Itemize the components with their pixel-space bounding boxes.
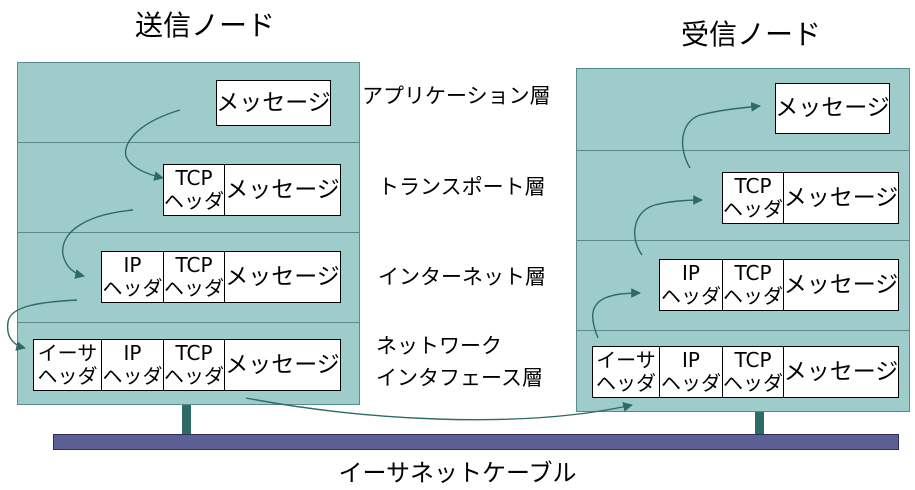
ip-label: IP — [123, 341, 142, 365]
sender-node-title: 送信ノード — [135, 9, 276, 42]
application-layer-label: アプリケーション層 — [362, 84, 551, 108]
message-label: メッセージ — [225, 176, 340, 203]
sender-transport-message: メッセージ — [224, 164, 341, 216]
ether-label: イーサ — [596, 348, 656, 372]
header-label: ヘッダ — [164, 189, 224, 213]
header-label: ヘッダ — [661, 371, 721, 395]
sender-network-ether-header: イーサヘッダ — [33, 339, 102, 391]
tcp-label: TCP — [734, 174, 772, 198]
internet-layer-label: インターネット層 — [378, 265, 546, 289]
header-label: ヘッダ — [164, 276, 224, 300]
ether-label: イーサ — [37, 341, 98, 365]
message-label: メッセージ — [216, 89, 331, 116]
layer-divider — [577, 330, 909, 331]
tcp-label: TCP — [734, 348, 772, 372]
receiver-network-ether-header: イーサヘッダ — [592, 346, 660, 398]
header-label: ヘッダ — [37, 364, 98, 388]
tcp-label: TCP — [175, 341, 213, 365]
sender-internet-message: メッセージ — [224, 251, 341, 303]
receiver-app-message: メッセージ — [775, 83, 890, 134]
sender-cable-post — [182, 405, 191, 435]
ethernet-cable — [53, 434, 899, 450]
receiver-cable-post — [755, 412, 764, 435]
receiver-node-title: 受信ノード — [681, 18, 822, 51]
header-label: ヘッダ — [723, 371, 783, 395]
ip-label: IP — [682, 261, 700, 285]
header-label: ヘッダ — [596, 371, 656, 395]
ethernet-cable-label: イーサネットケーブル — [338, 459, 577, 487]
header-label: ヘッダ — [102, 276, 163, 300]
ip-label: IP — [123, 253, 142, 277]
ip-label: IP — [682, 348, 700, 372]
layer-divider — [577, 150, 909, 151]
receiver-internet-message: メッセージ — [783, 259, 899, 311]
header-label: ヘッダ — [164, 364, 224, 388]
message-label: メッセージ — [775, 95, 890, 121]
network-layer-label-line1: ネットワーク — [376, 334, 502, 358]
layer-divider — [18, 322, 359, 323]
message-label: メッセージ — [783, 271, 899, 298]
layer-divider — [18, 232, 359, 233]
message-label: メッセージ — [225, 351, 340, 378]
layer-divider — [577, 240, 909, 241]
receiver-transport-message: メッセージ — [783, 172, 899, 224]
message-label: メッセージ — [225, 263, 340, 290]
receiver-network-message: メッセージ — [783, 346, 899, 398]
header-label: ヘッダ — [723, 284, 783, 308]
sender-app-message: メッセージ — [216, 80, 331, 126]
tcp-label: TCP — [734, 261, 772, 285]
layer-divider — [18, 142, 359, 143]
message-label: メッセージ — [783, 184, 899, 211]
header-label: ヘッダ — [723, 197, 783, 221]
tcp-label: TCP — [175, 166, 213, 190]
message-label: メッセージ — [783, 358, 899, 385]
header-label: ヘッダ — [102, 364, 163, 388]
transport-layer-label: トランスポート層 — [378, 175, 546, 199]
sender-network-message: メッセージ — [224, 339, 341, 391]
tcp-label: TCP — [175, 253, 213, 277]
network-layer-label-line2: インタフェース層 — [376, 366, 543, 390]
header-label: ヘッダ — [661, 284, 721, 308]
